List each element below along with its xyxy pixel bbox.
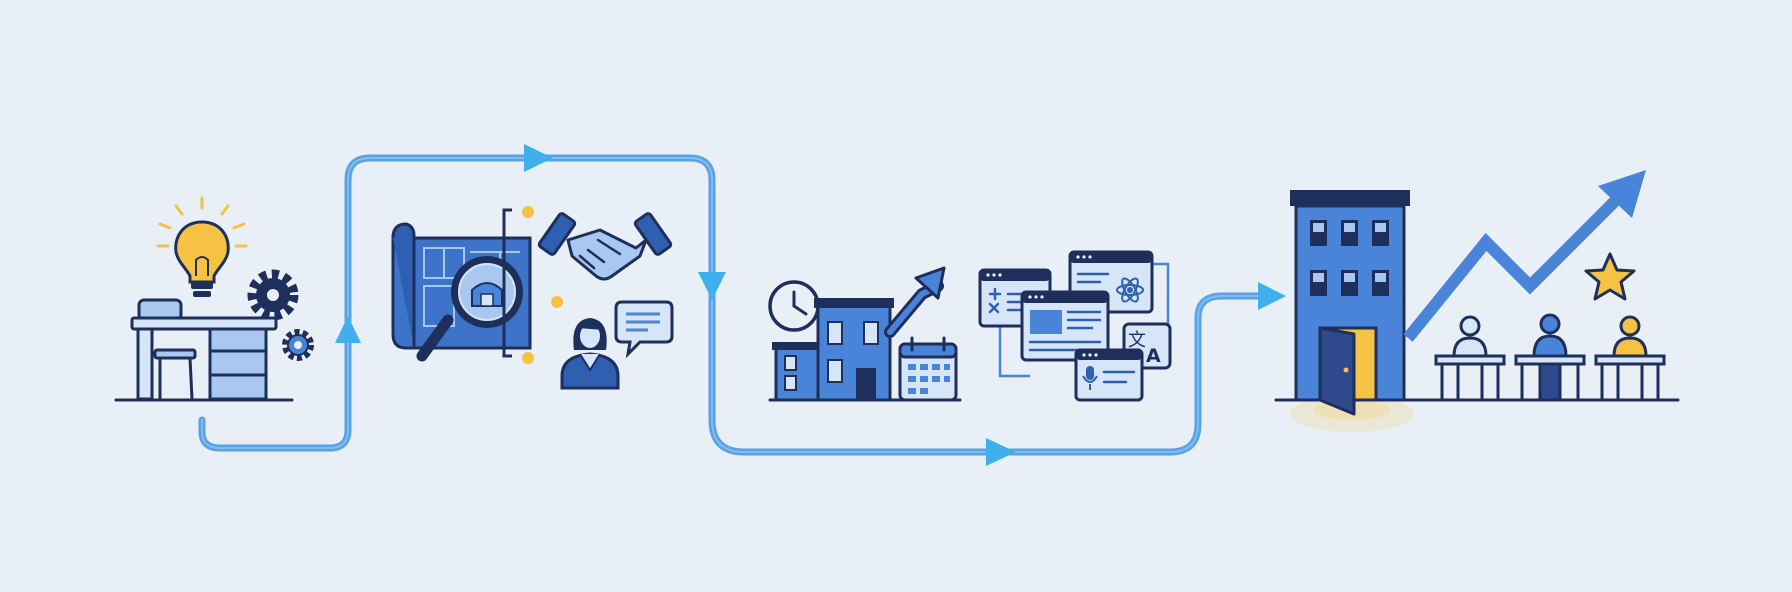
handshake-icon <box>537 212 673 281</box>
open-door-icon <box>1318 326 1378 416</box>
arrowhead-up-icon <box>335 316 361 343</box>
stage-launch-success <box>1274 170 1680 432</box>
chat-bubble-icon <box>614 300 674 359</box>
team-desk-icon <box>1594 315 1666 402</box>
team-desk-icon <box>1434 315 1506 402</box>
bracket-connector <box>502 206 563 364</box>
arrowhead-down-icon <box>698 272 726 300</box>
stage-idea-workspace <box>114 196 314 402</box>
arrowhead-right-icon <box>986 438 1016 466</box>
stage-office-growth <box>768 266 962 402</box>
stage-planning-partnership <box>391 206 674 390</box>
trend-arrow-icon <box>1403 170 1646 342</box>
arrowhead-right-icon <box>1258 282 1286 310</box>
microphone-window-icon <box>1074 348 1144 402</box>
flow-path <box>198 154 1266 456</box>
arrowhead-right-icon <box>524 144 553 172</box>
translate-glyph-left: 文 <box>1128 330 1146 351</box>
building-icon <box>772 298 894 402</box>
growth-arrow-icon <box>884 266 946 338</box>
article-window-icon <box>1020 290 1110 362</box>
calendar-icon <box>898 336 958 402</box>
stage-digital-services: 文 A <box>978 250 1172 402</box>
flow-arrowheads <box>335 144 1286 466</box>
lightbulb-icon <box>156 196 248 297</box>
team-desk-icon <box>1514 313 1586 402</box>
person-icon <box>560 318 620 390</box>
desk-icon <box>130 316 278 401</box>
star-icon <box>1584 252 1636 301</box>
translate-glyph-right: A <box>1146 345 1161 367</box>
gear-icon <box>247 269 314 361</box>
clock-icon <box>768 280 820 332</box>
